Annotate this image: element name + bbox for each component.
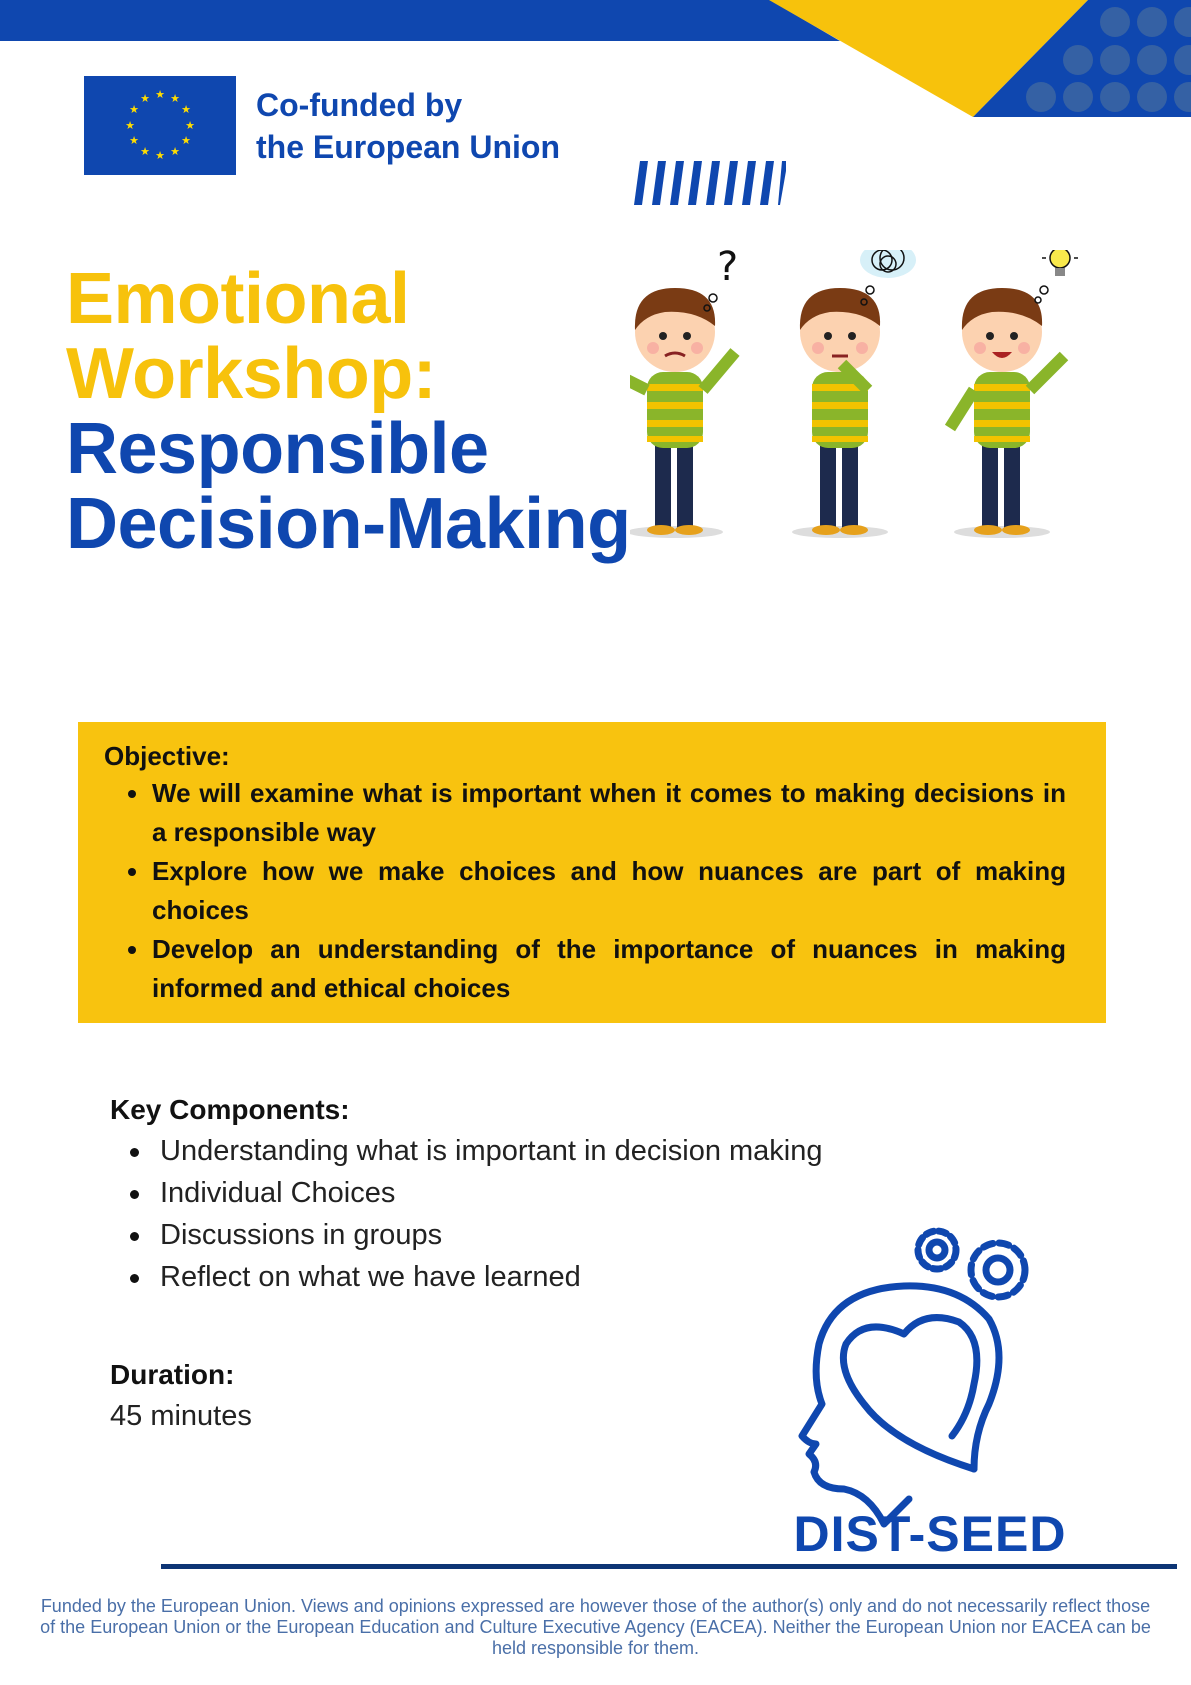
list-item: Explore how we make choices and how nuan…	[126, 852, 1066, 930]
title-line: Decision-Making	[66, 484, 631, 564]
head-heart-gears-logo-icon	[798, 1227, 1029, 1528]
svg-text:?: ?	[717, 250, 738, 290]
list-item: Develop an understanding of the importan…	[126, 930, 1066, 1008]
list-item: Reflect on what we have learned	[110, 1256, 870, 1298]
key-components-section: Key Components: Understanding what is im…	[110, 1090, 870, 1298]
svg-text:★: ★	[170, 92, 180, 105]
key-components-heading: Key Components:	[110, 1094, 350, 1125]
svg-text:★: ★	[155, 149, 165, 162]
svg-text:★: ★	[181, 103, 191, 116]
svg-text:★: ★	[155, 88, 165, 101]
cofunded-label: Co-funded by the European Union	[256, 84, 560, 168]
duration-heading: Duration:	[110, 1359, 235, 1390]
list-item: Discussions in groups	[110, 1214, 870, 1256]
objective-list: We will examine what is important when i…	[126, 774, 1066, 1008]
title-line: Workshop:	[66, 334, 437, 414]
funding-disclaimer: Funded by the European Union. Views and …	[40, 1596, 1151, 1658]
slash-decoration	[634, 161, 786, 205]
list-item: Individual Choices	[110, 1172, 870, 1214]
svg-text:★: ★	[125, 119, 135, 132]
duration-section: Duration: 45 minutes	[110, 1355, 252, 1437]
divider	[161, 1564, 1177, 1569]
header-decoration	[0, 0, 1191, 117]
logo-wordmark: DIST-SEED	[793, 1506, 1067, 1562]
objective-heading: Objective:	[104, 741, 230, 771]
svg-text:★: ★	[170, 145, 180, 158]
thinking-kids-illustration: ?	[630, 250, 1078, 538]
key-components-list: Understanding what is important in decis…	[110, 1130, 870, 1298]
svg-text:★: ★	[129, 134, 139, 147]
svg-text:★: ★	[140, 145, 150, 158]
cofunded-line1: Co-funded by	[256, 87, 463, 123]
list-item: Understanding what is important in decis…	[110, 1130, 870, 1172]
svg-text:★: ★	[129, 103, 139, 116]
list-item: We will examine what is important when i…	[126, 774, 1066, 852]
page-title: Emotional Workshop: Responsible Decision…	[66, 262, 631, 562]
svg-text:★: ★	[185, 119, 195, 132]
title-line: Responsible	[66, 409, 489, 489]
svg-text:★: ★	[181, 134, 191, 147]
cofunded-line2: the European Union	[256, 129, 560, 165]
duration-value: 45 minutes	[110, 1400, 252, 1432]
objective-box: Objective: We will examine what is impor…	[78, 722, 1106, 1023]
svg-text:★: ★	[140, 92, 150, 105]
eu-flag-icon: ★★★★ ★★★★ ★★★★	[84, 76, 236, 175]
title-line: Emotional	[66, 259, 410, 339]
